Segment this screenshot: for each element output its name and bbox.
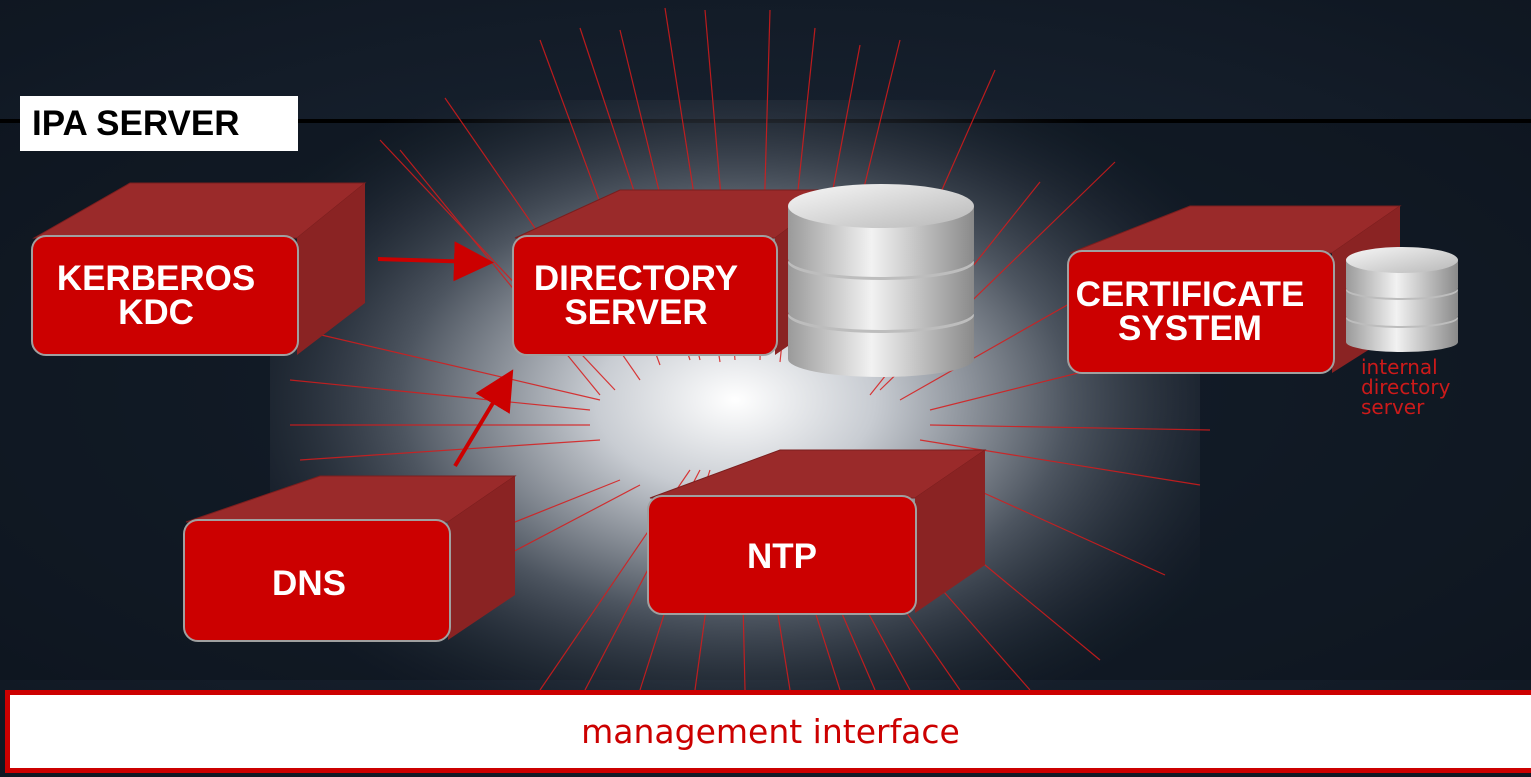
- directory-database-icon: [788, 184, 974, 377]
- dns-to-directory-arrow: [453, 369, 514, 468]
- ray-line: [289, 379, 591, 411]
- certificate-system-label: CERTIFICATE SYSTEM: [1075, 275, 1305, 348]
- management-interface-bar[interactable]: management interface: [5, 690, 1531, 773]
- directory-server-label: DIRECTORY SERVER: [533, 258, 739, 332]
- ipa-server-title: IPA SERVER: [20, 96, 298, 151]
- ray-line: [929, 424, 1211, 431]
- ntp-label: NTP: [747, 537, 817, 576]
- dns-box: [183, 475, 517, 642]
- internal-directory-server-label: internal directory server: [1361, 355, 1451, 419]
- kerberos-to-directory-arrow: [377, 241, 494, 282]
- kerberos-kdc-box: [31, 182, 367, 356]
- ray-line: [919, 439, 1201, 486]
- dns-label: DNS: [272, 564, 346, 603]
- ray-line: [299, 439, 601, 461]
- kerberos-kdc-label: KERBEROS KDC: [56, 258, 256, 332]
- ntp-box: [647, 449, 987, 615]
- management-interface-label: management interface: [581, 712, 960, 751]
- ray-line: [299, 329, 601, 401]
- internal-database-icon: [1346, 247, 1458, 352]
